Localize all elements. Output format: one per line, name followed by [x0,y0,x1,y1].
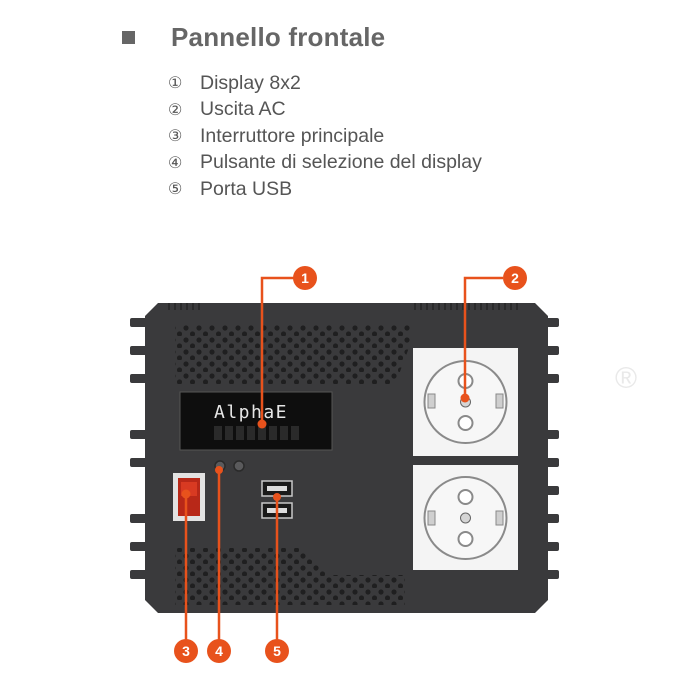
item-label: Porta USB [200,177,293,200]
item-number: ③ [168,128,183,146]
callout-3-label: 3 [182,643,190,659]
aux-button [233,460,245,472]
callout-4-badge [207,639,231,663]
callout-1-badge [293,266,317,290]
vent-holes-bottom [175,548,405,605]
callout-3-badge [174,639,198,663]
item-label: Pulsante di selezione del display [200,151,482,174]
vent-holes-top [175,325,410,385]
component-list: ① Display 8x2 ② Uscita AC ③ Interruttore pr… [168,70,482,203]
callout-5-label: 5 [273,643,281,659]
page-title: Pannello frontale [171,22,386,52]
lcd-text: AlphaE [214,402,289,423]
lcd-grid [214,426,299,440]
list-item: ⑤ Porta USB [168,176,482,203]
item-label: Uscita AC [200,98,286,121]
callout-5-badge [265,639,289,663]
callout-2-label: 2 [511,270,519,286]
lcd-display [179,391,333,451]
item-number: ② [168,101,183,119]
item-number: ① [168,75,183,93]
callout-4-label: 4 [215,643,223,659]
square-bullet-icon [122,31,135,44]
registered-mark: ® [615,362,638,395]
item-label: Display 8x2 [200,71,301,94]
list-item: ② Uscita AC [168,97,482,124]
heading: Pannello frontale [122,22,385,53]
list-item: ③ Interruttore principale [168,123,482,150]
callout-2-badge [503,266,527,290]
list-item: ① Display 8x2 [168,70,482,97]
callout-1-label: 1 [301,270,309,286]
list-item: ④ Pulsante di selezione del display [168,150,482,177]
item-label: Interruttore principale [200,124,385,147]
item-number: ⑤ [168,181,183,199]
callout-lines [184,276,503,640]
item-number: ④ [168,154,183,172]
